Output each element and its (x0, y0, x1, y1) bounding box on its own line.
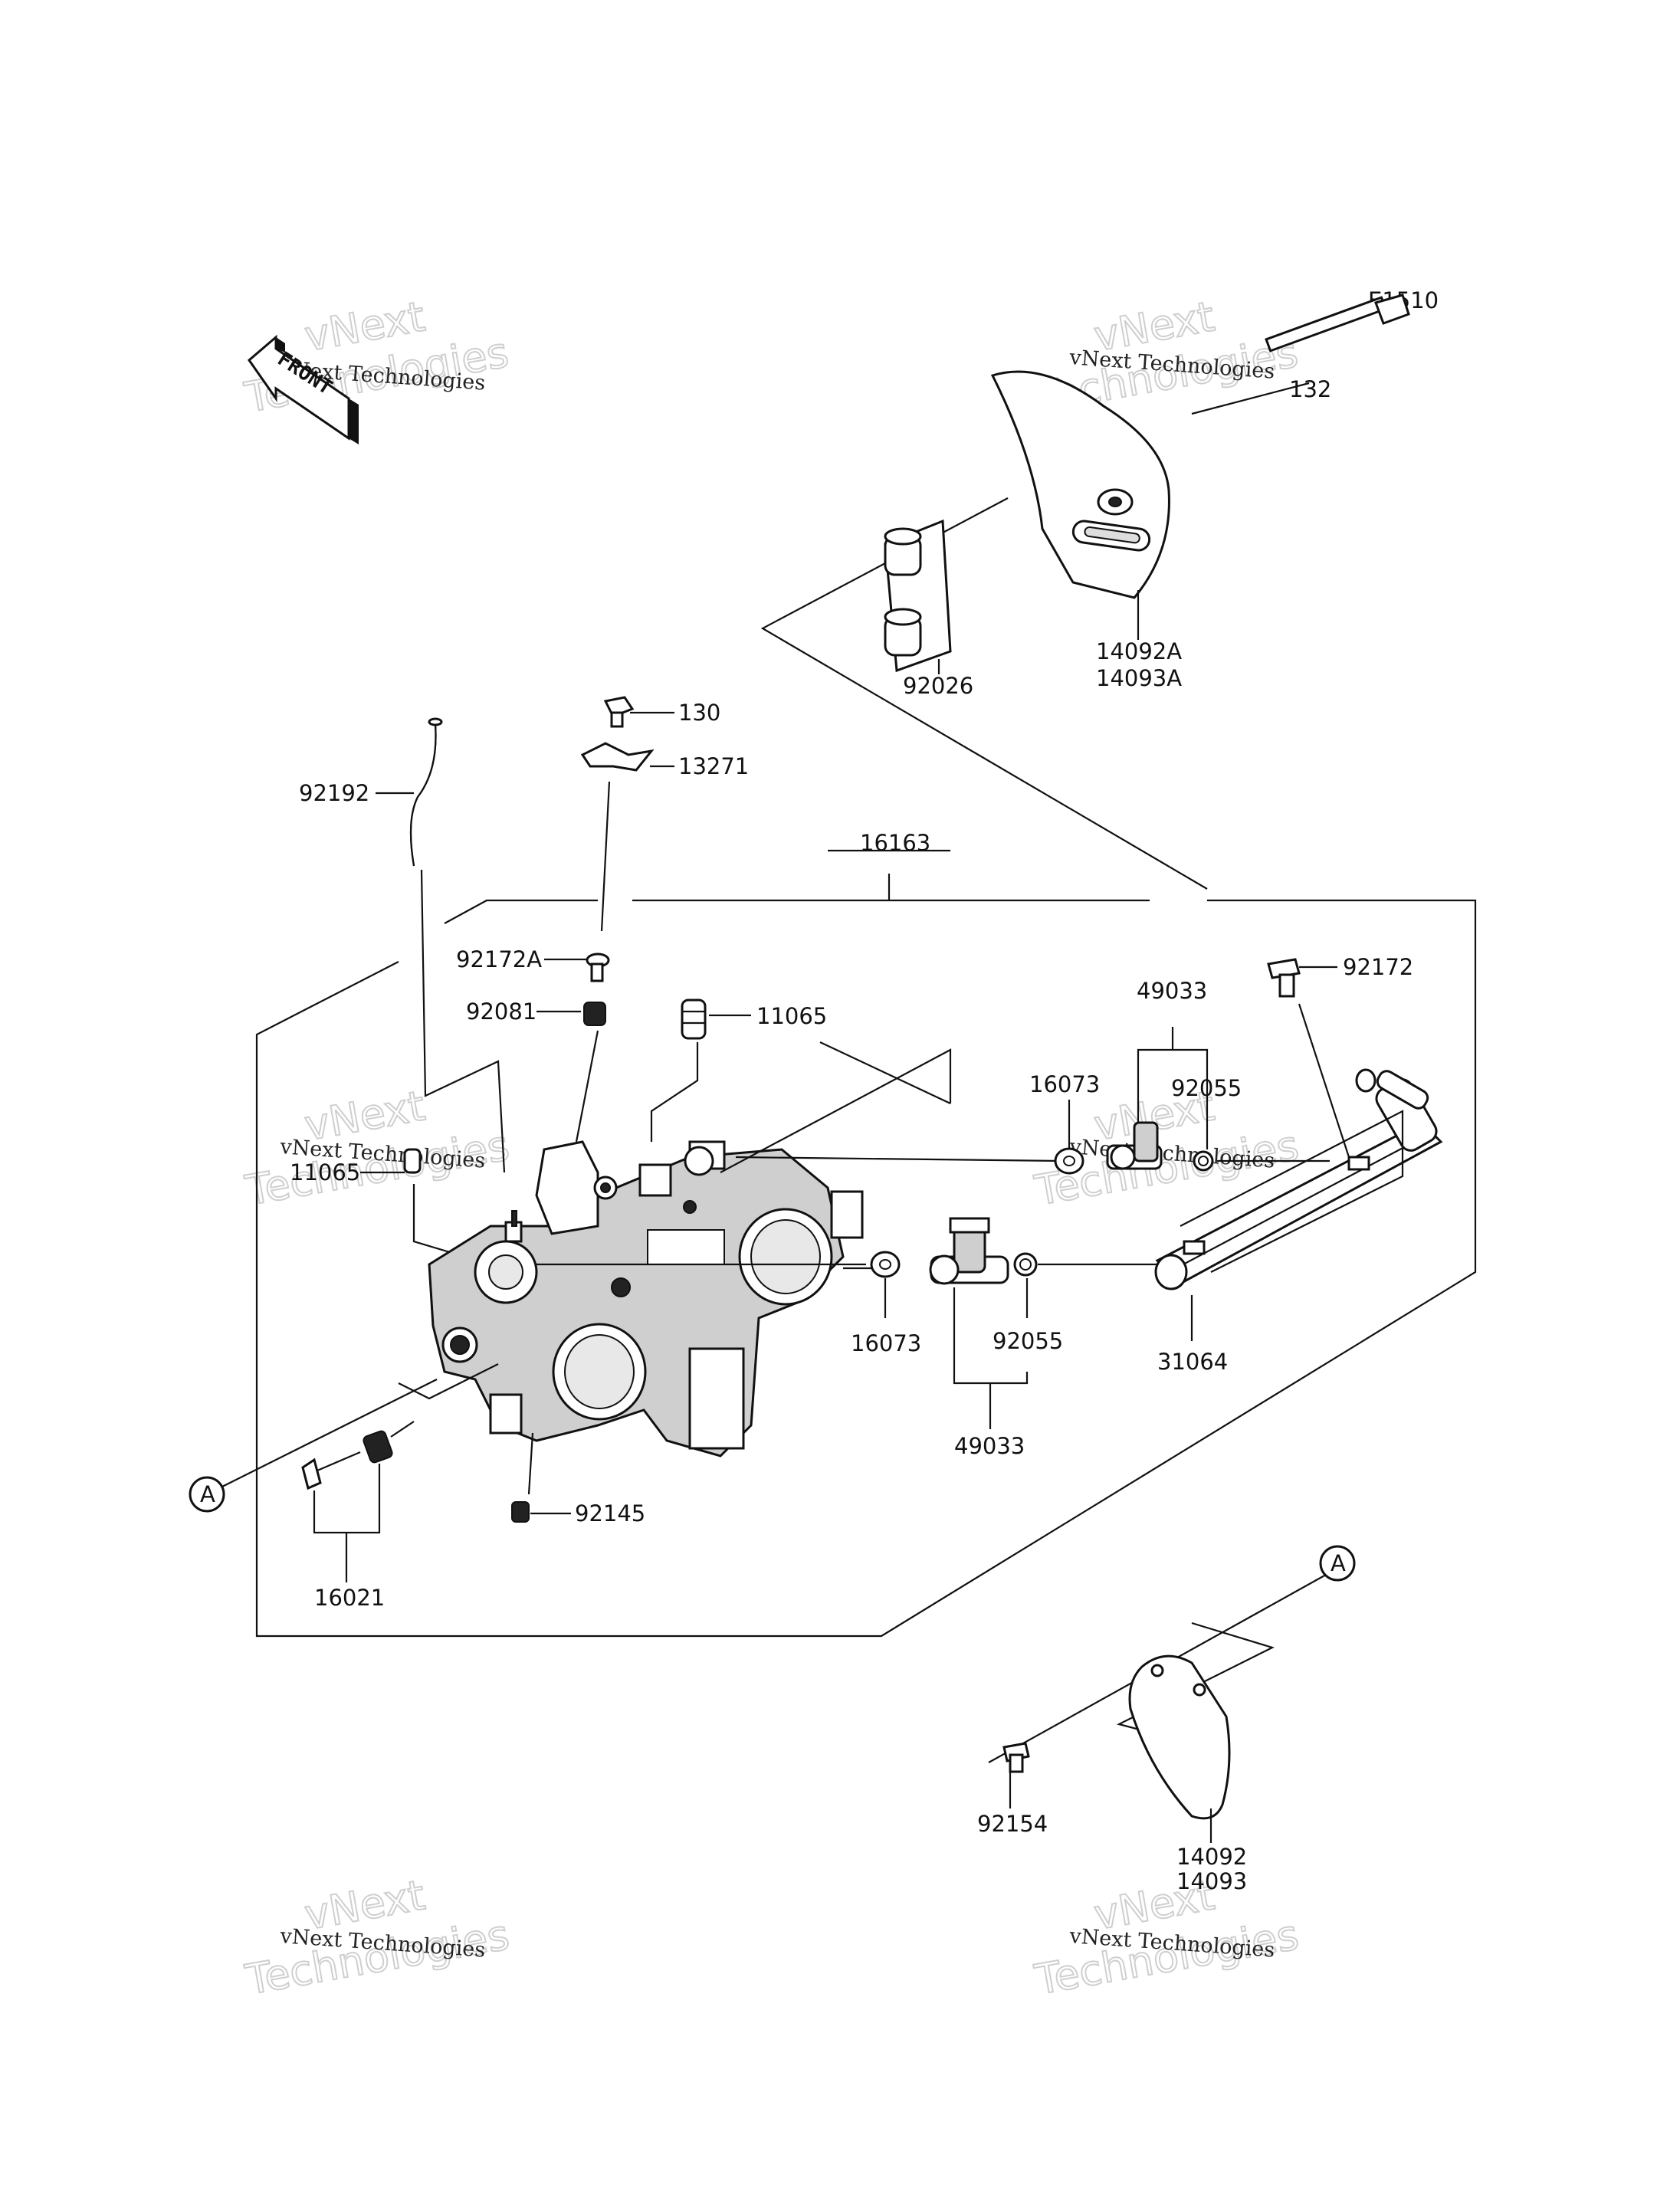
fuel-rail-frame (1180, 1110, 1404, 1273)
callout-92081: 92081 (466, 998, 536, 1025)
hose-92192 (409, 717, 443, 867)
main-frame-top-left (444, 899, 598, 924)
callout-14092A: 14092A (1096, 638, 1182, 664)
adjust-screw-16021 (301, 1430, 393, 1490)
ref-a-label-right: A (1331, 1550, 1346, 1576)
callout-31064: 31064 (1157, 1349, 1228, 1375)
leader-92172-down (1298, 1003, 1350, 1158)
cover-14092A (990, 370, 1170, 599)
plug-11065-left (403, 1148, 422, 1174)
plug-11065-top (681, 998, 707, 1040)
callout-92192: 92192 (299, 780, 369, 806)
callout-92172: 92172 (1343, 954, 1413, 980)
bolt-132 (1265, 293, 1410, 353)
leader-11065-top-down (650, 1042, 699, 1142)
bracket-16021 (313, 1464, 381, 1534)
leader-13271-down (600, 781, 611, 932)
fuel-rail-31064 (1154, 1068, 1443, 1290)
callout-92055-upper: 92055 (1171, 1075, 1242, 1101)
washer-16073-top (1054, 1147, 1084, 1175)
callout-49033-lower: 49033 (954, 1433, 1025, 1459)
leader-16021-up (390, 1421, 415, 1438)
callout-14093A: 14093A (1096, 665, 1182, 691)
screw-92145 (511, 1501, 530, 1523)
plate-13271 (580, 742, 655, 772)
frame-inner-step (819, 1041, 951, 1104)
leader-92145-up (527, 1432, 534, 1495)
callout-130: 130 (678, 700, 720, 726)
callout-92154: 92154 (977, 1811, 1048, 1837)
ref-a-circle-left (189, 1476, 225, 1513)
ref-a-circle-right (1319, 1545, 1356, 1582)
leader-16073-top (735, 1156, 1062, 1162)
leader-132 (1191, 382, 1310, 415)
callout-132: 132 (1289, 376, 1331, 402)
injector-49033-upper (1106, 1121, 1163, 1170)
screw-92154 (1002, 1742, 1030, 1773)
throttle-body-16163 (428, 1140, 864, 1458)
callout-16021: 16021 (314, 1585, 385, 1611)
callout-49033-upper: 49033 (1137, 978, 1207, 1004)
callout-11065-top: 11065 (756, 1003, 827, 1029)
o-ring-92055-lower (1013, 1252, 1038, 1277)
leader-ref-a-left (221, 1379, 438, 1487)
callout-14092: 14092 (1176, 1844, 1247, 1870)
screw-92172 (1267, 958, 1301, 998)
ref-a-left-step (398, 1363, 499, 1400)
main-frame-outline (255, 899, 1477, 1638)
callout-16163: 16163 (860, 830, 930, 856)
frame-inner-edge (720, 1048, 952, 1173)
leader-92192-down (420, 869, 506, 1173)
ref-a-label-left: A (200, 1481, 215, 1507)
bracket-49033-upper (1137, 1048, 1209, 1061)
callout-92145: 92145 (575, 1500, 645, 1526)
injector-49033-lower (929, 1217, 1009, 1285)
leader-11065-left-down (412, 1184, 461, 1257)
callout-92172A: 92172A (456, 946, 542, 972)
callout-16073-lower: 16073 (851, 1330, 921, 1356)
callout-16073-top: 16073 (1029, 1071, 1100, 1097)
leader-92081-down (575, 1030, 599, 1143)
o-ring-92055-upper (1193, 1150, 1214, 1172)
callout-11065-left: 11065 (290, 1159, 360, 1185)
callout-92026: 92026 (903, 673, 973, 699)
callout-13271: 13271 (678, 753, 749, 779)
callout-14093: 14093 (1176, 1868, 1247, 1894)
washer-16073-lower (870, 1251, 901, 1278)
cover-14092 (1128, 1654, 1231, 1820)
bolt-130 (603, 696, 635, 728)
screw-92172A (586, 953, 610, 982)
callout-92055-lower: 92055 (993, 1328, 1063, 1354)
spring-92081 (583, 1002, 606, 1026)
bracket-92026 (884, 519, 952, 673)
